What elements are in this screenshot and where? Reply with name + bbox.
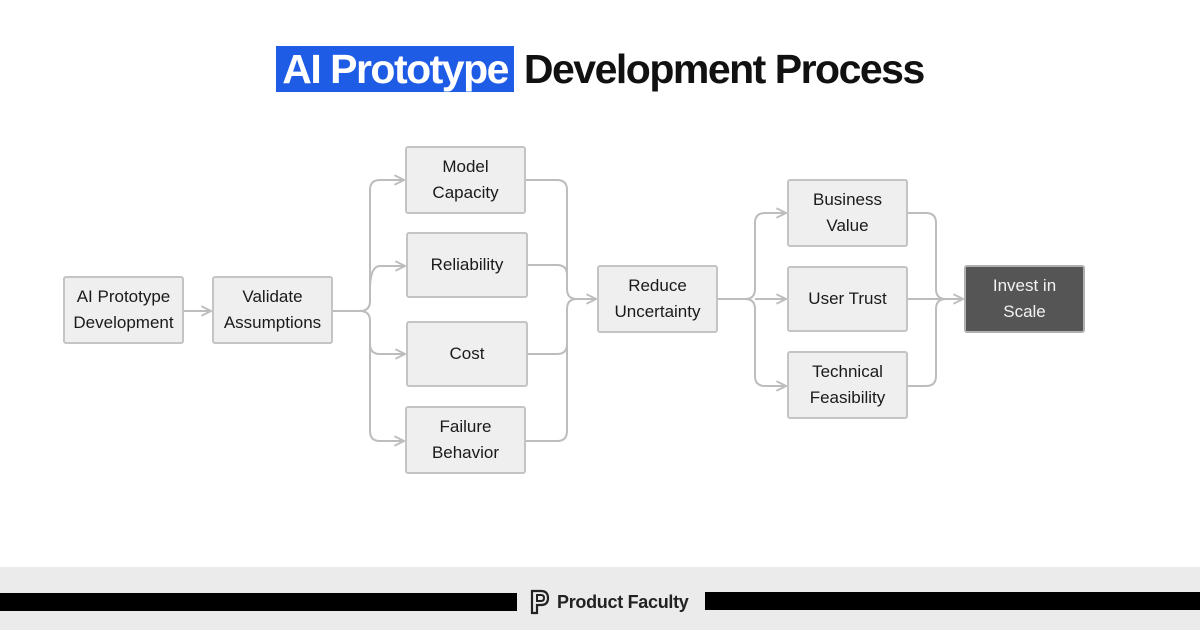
node-technical-feasibility: Technical Feasibility (787, 351, 908, 419)
node-reduce-uncertainty: Reduce Uncertainty (597, 265, 718, 333)
edge-validate-to-cost (333, 310, 405, 354)
edge-validate-to-reliability (369, 266, 405, 291)
edge-reduce-to-technical-feasibility (744, 298, 786, 386)
edge-failure-to-reduce (526, 344, 568, 442)
footer-bar-left (0, 593, 517, 611)
node-user-trust: User Trust (787, 266, 908, 332)
node-reliability: Reliability (406, 232, 528, 298)
product-faculty-logo-icon (530, 589, 550, 615)
node-invest-in-scale: Invest in Scale (964, 265, 1085, 333)
node-ai-prototype-development: AI Prototype Development (63, 276, 184, 344)
edge-business-value-to-invest (908, 212, 963, 299)
edge-model-capacity-to-reduce (526, 179, 596, 299)
edge-technical-feasibility-to-invest (908, 298, 947, 387)
footer-brand: Product Faculty (529, 589, 689, 615)
edge-cost-to-reduce (528, 298, 578, 355)
edge-reduce-to-business-value (718, 213, 786, 300)
node-failure-behavior: Failure Behavior (405, 406, 526, 474)
page-title: AI Prototype Development Process (0, 44, 1200, 94)
title-rest: Development Process (523, 46, 925, 92)
node-cost: Cost (406, 321, 528, 387)
node-model-capacity: Model Capacity (405, 146, 526, 214)
footer-bar-right (705, 592, 1200, 610)
node-validate-assumptions: Validate Assumptions (212, 276, 333, 344)
node-business-value: Business Value (787, 179, 908, 247)
title-highlight: AI Prototype (276, 46, 514, 92)
edge-validate-to-model-capacity (333, 180, 404, 312)
brand-name: Product Faculty (557, 591, 689, 612)
edge-reliability-to-reduce (528, 264, 568, 289)
edge-validate-to-failure-behavior (369, 344, 404, 441)
